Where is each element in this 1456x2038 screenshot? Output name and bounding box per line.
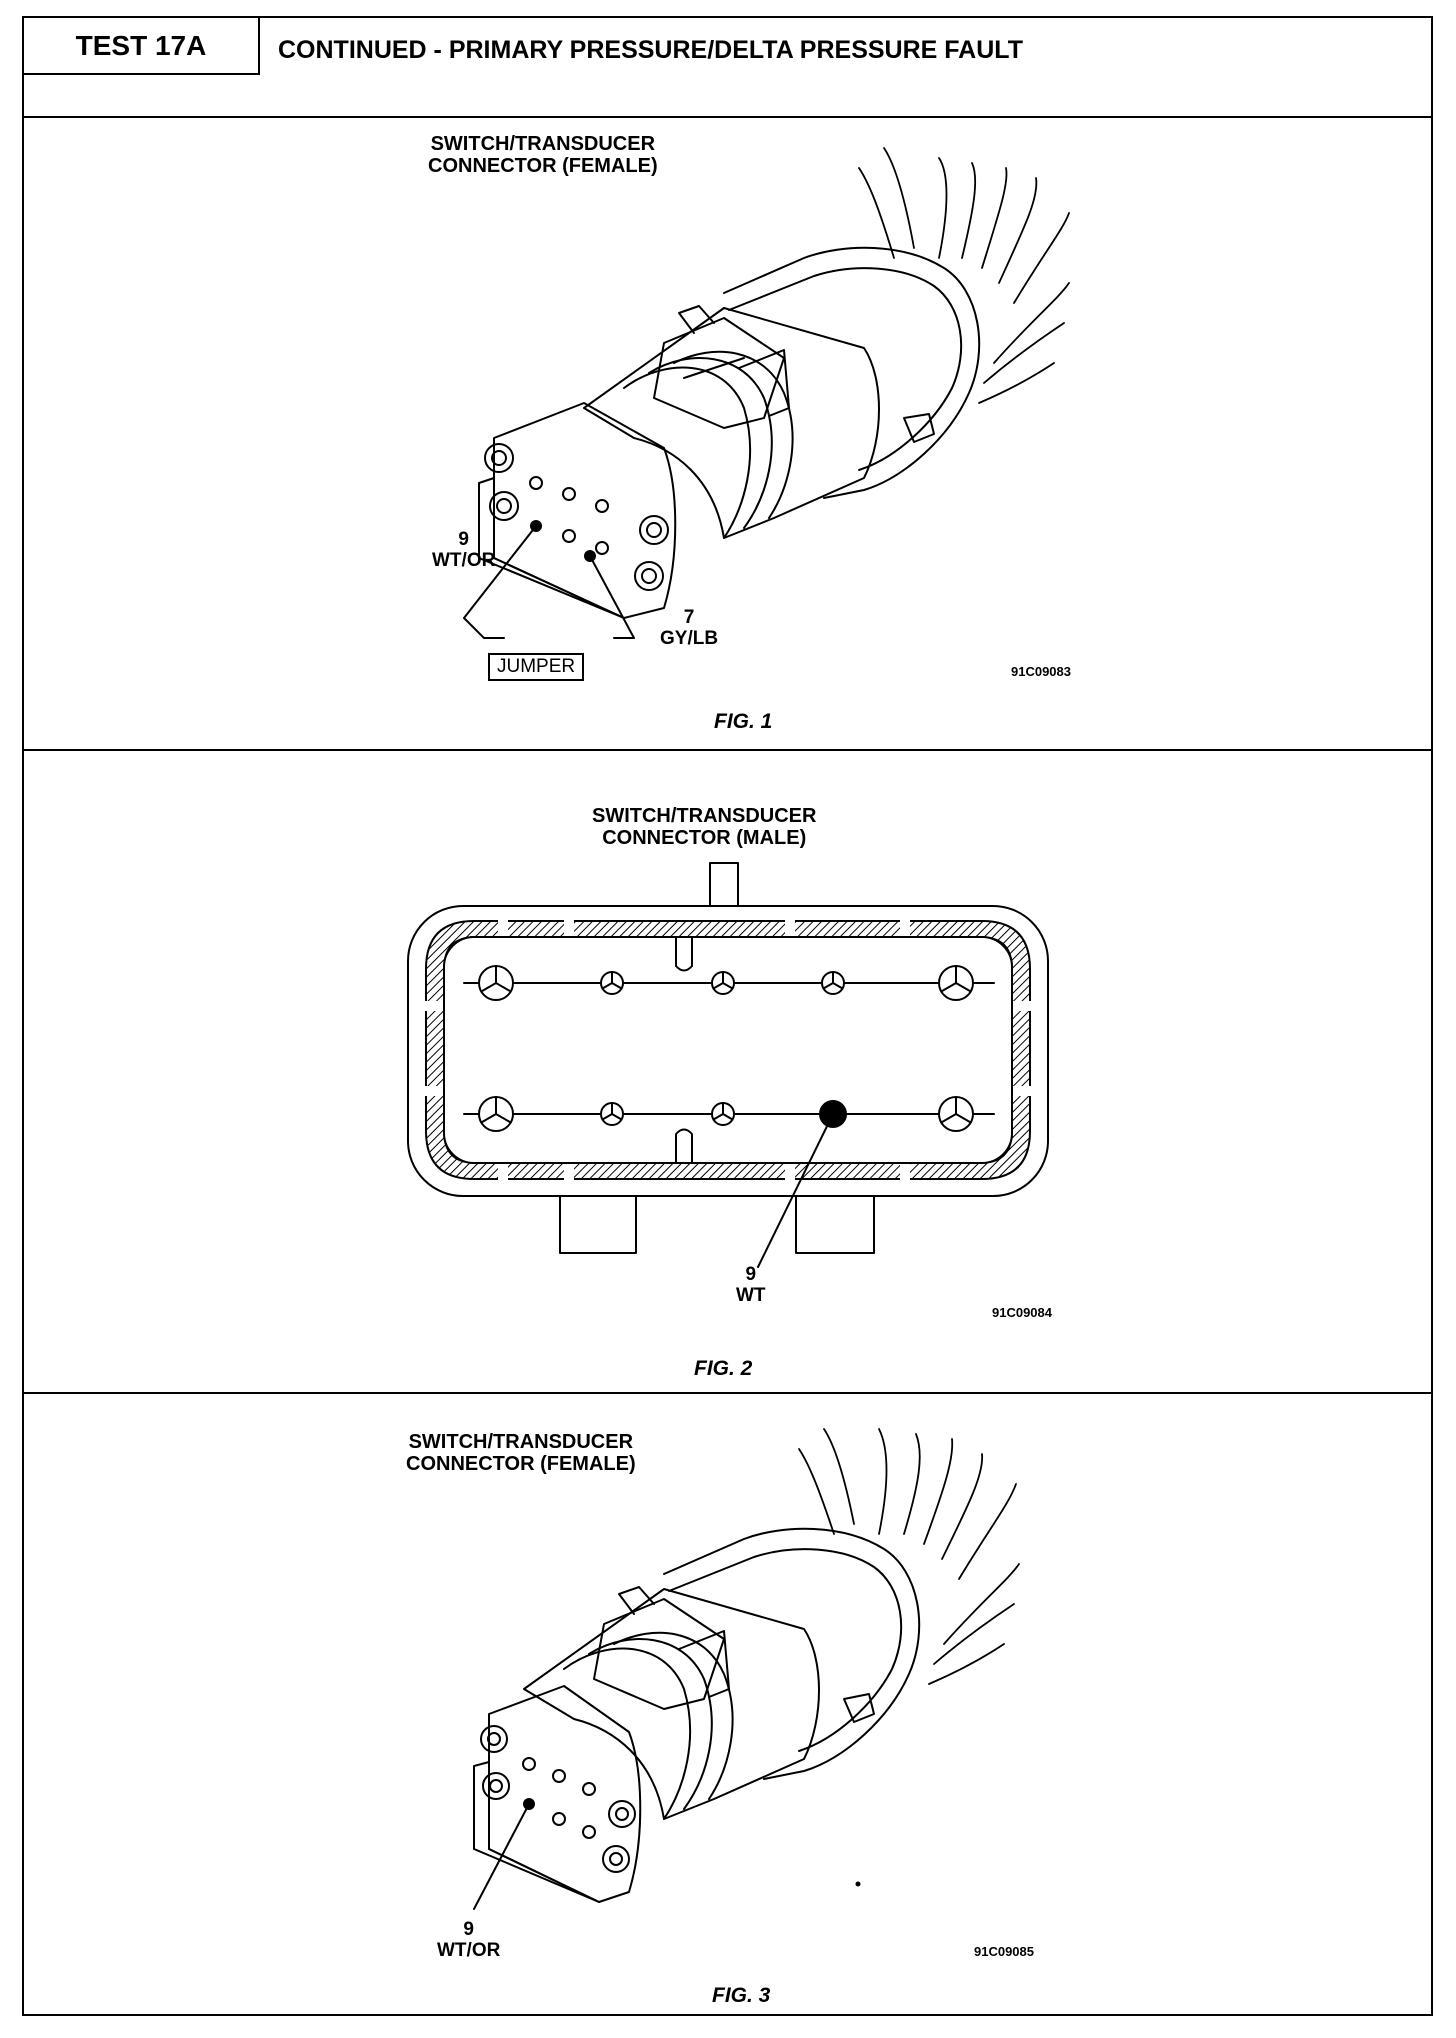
- female-connector-drawing: [463, 147, 1070, 639]
- figure-3-title-line2: CONNECTOR (FEMALE): [406, 1452, 636, 1475]
- center-key-top: [675, 936, 693, 972]
- divider-fig2-fig3: [22, 1392, 1433, 1394]
- pin-9-wire-color: WT/OR: [432, 549, 496, 571]
- pin-7-wire-color: GY/LB: [660, 627, 719, 649]
- connector-front-face: [488, 1685, 642, 1903]
- test-number-box: TEST 17A: [24, 18, 260, 75]
- jumper-lead-right: [589, 555, 635, 639]
- top-key-tab: [709, 862, 739, 909]
- figure-2-title-line2: CONNECTOR (MALE): [602, 826, 807, 849]
- figure-2-title: SWITCH/TRANSDUCER CONNECTOR (MALE): [592, 805, 817, 849]
- wire-bundle: [858, 147, 1070, 404]
- figure-2-panel: SWITCH/TRANSDUCER CONNECTOR (MALE) 9 WT …: [24, 751, 1431, 1391]
- wire-bundle: [798, 1428, 1020, 1685]
- header-divider: [22, 116, 1433, 118]
- pin-9-label: 9 WT/OR: [432, 529, 496, 571]
- pin-9-number: 9: [458, 529, 469, 550]
- figure-2-code: 91C09084: [992, 1305, 1052, 1320]
- center-key-bottom: [675, 1128, 693, 1164]
- latch: [653, 317, 785, 429]
- bottom-tab-right: [795, 1190, 875, 1254]
- figure-3-title: SWITCH/TRANSDUCER CONNECTOR (FEMALE): [406, 1431, 636, 1475]
- figure-1-title: SWITCH/TRANSDUCER CONNECTOR (FEMALE): [428, 133, 658, 177]
- figure-1-code: 91C09083: [1011, 664, 1071, 679]
- page-frame: [22, 16, 1433, 2016]
- fig3-pin-wire-color: WT/OR: [437, 1939, 501, 1961]
- figure-3-caption: FIG. 3: [712, 1984, 771, 2007]
- divider-fig1-fig2: [22, 749, 1433, 751]
- pin-7-label: 7 GY/LB: [660, 607, 719, 649]
- figure-1-caption: FIG. 1: [714, 710, 773, 733]
- latch: [593, 1598, 725, 1710]
- pin-9-leader: [473, 1803, 530, 1910]
- figure-3-title-line1: SWITCH/TRANSDUCER: [408, 1431, 634, 1453]
- test-label: TEST 17A: [75, 29, 207, 61]
- page-title: CONTINUED - PRIMARY PRESSURE/DELTA PRESS…: [278, 36, 1023, 64]
- figure-1-panel: SWITCH/TRANSDUCER CONNECTOR (FEMALE) 9 W…: [24, 118, 1431, 748]
- fig2-pin-number: 9: [745, 1264, 757, 1285]
- rear-boot: [723, 246, 981, 499]
- figure-3-panel: SWITCH/TRANSDUCER CONNECTOR (FEMALE) 9 W…: [24, 1394, 1431, 2014]
- figure-1-title-line2: CONNECTOR (FEMALE): [428, 154, 658, 177]
- jumper-label: JUMPER: [488, 653, 585, 681]
- connector-body: [523, 1588, 820, 1820]
- connector-front-face: [493, 402, 677, 619]
- pin-9-label-fig2: 9 WT: [736, 1264, 766, 1306]
- pin-9-leader: [757, 1113, 834, 1268]
- fig3-pin-number: 9: [463, 1919, 474, 1940]
- fig2-pin-wire-color: WT: [736, 1284, 766, 1306]
- figure-2-caption: FIG. 2: [694, 1357, 753, 1380]
- figure-1-title-line1: SWITCH/TRANSDUCER: [430, 133, 656, 155]
- pin-7-number: 7: [683, 607, 695, 628]
- connector-body: [583, 307, 880, 539]
- bottom-tab-left: [559, 1190, 637, 1254]
- inner-cavity: [443, 936, 1013, 1164]
- jumper-lead-left: [463, 525, 537, 639]
- figure-3-code: 91C09085: [974, 1944, 1034, 1959]
- figure-2-title-line1: SWITCH/TRANSDUCER: [592, 805, 817, 827]
- rear-boot: [663, 1527, 921, 1780]
- male-connector-drawing: [407, 862, 1049, 1268]
- pin-9-label-fig3: 9 WT/OR: [437, 1919, 501, 1961]
- female-connector-drawing-3: [473, 1428, 1020, 1910]
